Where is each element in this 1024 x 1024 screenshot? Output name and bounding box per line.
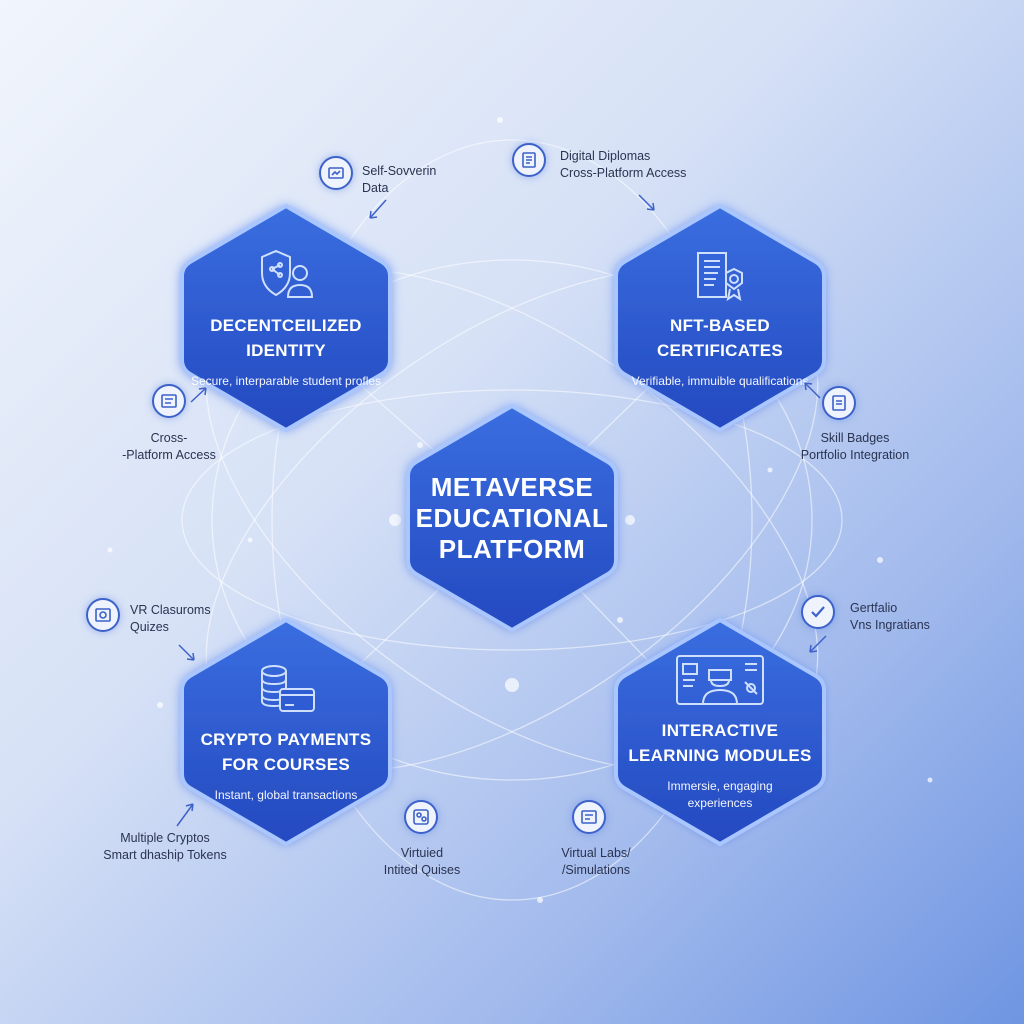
arrow-self-sovereign xyxy=(369,199,387,219)
node-interactive-learning: INTERACTIVE LEARNING MODULES Immersie, e… xyxy=(610,612,830,852)
network-dot xyxy=(877,557,883,563)
callout-cross-platform: Cross- -Platform Access xyxy=(122,431,216,462)
network-dot xyxy=(767,467,773,473)
arrow-vr-classroom xyxy=(178,644,195,661)
data-badge-icon xyxy=(319,156,353,190)
payments-subtitle: Instant, global transactions xyxy=(214,787,358,802)
checkmark-badge-icon xyxy=(801,595,835,629)
platform-title: METAVERSE EDUCATIONAL PLATFORM xyxy=(415,471,609,564)
learning-subtitle: Immersie, engaging experiences xyxy=(667,779,773,810)
callout-skill-badges: Skill Badges Portfolio Integration xyxy=(800,431,910,462)
node-nft-certificates: NFT-BASED CERTIFICATES Verifiable, immui… xyxy=(610,198,830,438)
arrow-multiple-cryptos xyxy=(176,803,194,827)
network-dot xyxy=(537,897,543,903)
coins-card-icon xyxy=(261,664,315,712)
node-crypto-payments: CRYPTO PAYMENTS FOR COURSES Instant, glo… xyxy=(176,612,396,852)
vr-learner-icon xyxy=(676,655,764,705)
diploma-badge-icon xyxy=(512,143,546,177)
network-dot xyxy=(417,442,423,448)
callout-virtual-labs: Virtual Labs/ /Simulations xyxy=(561,846,631,877)
callout-self-sovereign: Self-Sovverin Data xyxy=(362,164,437,195)
callout-portfolio: Gertfalio Vns Ingratians xyxy=(850,601,930,632)
identity-subtitle: Secure, interparable student profles xyxy=(190,373,382,388)
network-dot xyxy=(617,617,623,623)
callout-digital-diplomas: Digital Diplomas Cross-Platform Access xyxy=(560,149,687,180)
arrow-portfolio xyxy=(809,635,827,653)
payments-title: CRYPTO PAYMENTS FOR COURSES xyxy=(200,729,372,774)
callout-multiple-cryptos: Multiple Cryptos Smart dhaship Tokens xyxy=(103,831,227,862)
network-dot xyxy=(157,702,163,708)
identity-title: DECENTCEILIZED IDENTITY xyxy=(210,315,362,360)
network-dot xyxy=(247,537,253,543)
orbit-ellipse xyxy=(181,389,843,651)
node-metaverse-platform: METAVERSE EDUCATIONAL PLATFORM xyxy=(402,398,622,638)
network-dot xyxy=(497,117,503,123)
badge-portfolio-icon xyxy=(822,386,856,420)
arrow-skill-badges xyxy=(804,382,821,399)
network-dot xyxy=(927,777,933,783)
certificates-subtitle: Verifiable, immuible qualifications xyxy=(631,373,809,388)
certificates-title: NFT-BASED CERTIFICATES xyxy=(656,315,784,360)
orbit-ellipse xyxy=(211,259,813,781)
callout-vr-classroom: VR Clasuroms Quizes xyxy=(130,603,211,634)
people-badge-icon xyxy=(404,800,438,834)
network-dot xyxy=(505,678,519,692)
arrow-digital-diplomas xyxy=(638,194,655,211)
callout-virtual-quizzes: Virtuied Intited Quises xyxy=(383,846,461,877)
access-badge-icon xyxy=(152,384,186,418)
lab-badge-icon xyxy=(572,800,606,834)
network-dot xyxy=(389,514,401,526)
network-dot xyxy=(625,515,635,525)
shield-user-icon xyxy=(261,249,314,298)
node-decentralized-identity: DECENTCEILIZED IDENTITY Secure, interpar… xyxy=(176,198,396,438)
orbit-ellipse xyxy=(271,139,753,901)
learning-title: INTERACTIVE LEARNING MODULES xyxy=(628,721,812,765)
certificate-icon xyxy=(697,251,743,301)
network-dot xyxy=(107,547,113,553)
arrow-cross-platform xyxy=(190,387,207,403)
vr-classroom-badge-icon xyxy=(86,598,120,632)
